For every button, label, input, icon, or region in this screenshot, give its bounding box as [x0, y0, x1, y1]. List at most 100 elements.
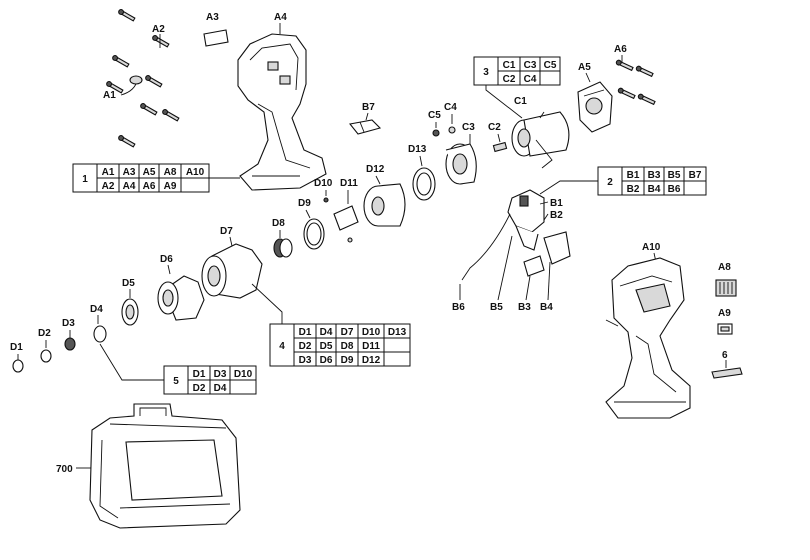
svg-text:D8: D8: [272, 218, 285, 229]
svg-text:C2: C2: [488, 122, 501, 133]
svg-text:D7: D7: [220, 226, 233, 237]
part-d7-anvil-housing: D7: [201, 226, 263, 299]
svg-text:C2: C2: [503, 74, 516, 85]
part-d1: D1: [10, 342, 24, 373]
parts-table-5: 5 D1 D3 D10 D2 D4: [99, 343, 257, 395]
svg-text:B5: B5: [490, 302, 503, 313]
svg-text:D12: D12: [362, 355, 381, 366]
svg-text:D9: D9: [298, 198, 311, 209]
part-d13: D13: [408, 144, 436, 201]
svg-text:D12: D12: [366, 164, 385, 175]
svg-text:D5: D5: [122, 278, 135, 289]
svg-text:A9: A9: [164, 181, 177, 192]
part-c3: C3: [445, 122, 477, 185]
svg-text:D11: D11: [340, 178, 358, 189]
svg-text:D13: D13: [388, 327, 407, 338]
svg-text:D1: D1: [193, 369, 206, 380]
part-a8: A8: [715, 262, 737, 297]
svg-text:C5: C5: [428, 110, 441, 121]
svg-text:A1: A1: [102, 167, 115, 178]
part-a3: A3: [203, 12, 229, 47]
part-d5: D5: [121, 278, 139, 326]
svg-text:4: 4: [279, 341, 285, 352]
parts-table-1: 1 A1 A3 A5 A8 A10 A2 A4 A6 A9: [72, 163, 240, 193]
part-c5: C5: [428, 110, 441, 137]
svg-text:D4: D4: [214, 383, 227, 394]
svg-text:D5: D5: [320, 341, 333, 352]
svg-text:A8: A8: [718, 262, 731, 273]
part-d10: D10: [314, 178, 333, 203]
svg-text:C3: C3: [524, 60, 537, 71]
svg-text:D3: D3: [62, 318, 75, 329]
svg-text:D2: D2: [299, 341, 312, 352]
parts-table-2: 2 B1 B3 B5 B7 B2 B4 B6: [539, 166, 707, 196]
label-a2: A2: [152, 24, 165, 48]
svg-text:D4: D4: [320, 327, 333, 338]
part-d6: D6: [157, 254, 205, 321]
svg-text:D6: D6: [160, 254, 173, 265]
part-6-bit: 6: [711, 350, 743, 379]
svg-text:6: 6: [722, 350, 728, 361]
part-d12: D12: [363, 164, 406, 227]
svg-text:B7: B7: [362, 102, 375, 113]
part-c1-motor: C1: [511, 96, 570, 169]
svg-text:D11: D11: [362, 341, 380, 352]
svg-text:C3: C3: [462, 122, 475, 133]
svg-text:A6: A6: [143, 181, 156, 192]
svg-text:D10: D10: [314, 178, 333, 189]
svg-text:B1: B1: [627, 170, 640, 181]
part-b7: B7: [348, 102, 382, 135]
part-b-switch-assembly: B1 B2 B6 B5 B3 B4: [452, 189, 571, 313]
svg-text:C1: C1: [503, 60, 516, 71]
svg-text:C4: C4: [444, 102, 457, 113]
part-a1: A1: [103, 75, 143, 101]
svg-text:B3: B3: [518, 302, 531, 313]
svg-text:A3: A3: [206, 12, 219, 23]
svg-text:A2: A2: [102, 181, 115, 192]
svg-text:B6: B6: [668, 184, 681, 195]
svg-text:A4: A4: [123, 181, 136, 192]
part-700-case: 700: [56, 403, 241, 529]
part-c2: C2: [488, 122, 508, 153]
parts-table-3: 3 C1 C3 C5 C2 C4: [473, 56, 561, 119]
svg-text:D6: D6: [320, 355, 333, 366]
svg-text:D7: D7: [341, 327, 354, 338]
svg-text:D3: D3: [299, 355, 312, 366]
svg-text:B6: B6: [452, 302, 465, 313]
svg-text:D2: D2: [193, 383, 206, 394]
svg-text:D10: D10: [234, 369, 253, 380]
svg-text:700: 700: [56, 464, 73, 475]
svg-text:C5: C5: [544, 60, 557, 71]
svg-text:B5: B5: [668, 170, 681, 181]
svg-text:B3: B3: [648, 170, 661, 181]
svg-text:A9: A9: [718, 308, 731, 319]
svg-text:D10: D10: [362, 327, 381, 338]
svg-text:A10: A10: [642, 242, 661, 253]
svg-text:A5: A5: [143, 167, 156, 178]
svg-text:D3: D3: [214, 369, 227, 380]
svg-text:A5: A5: [578, 62, 591, 73]
part-d11: D11: [333, 178, 359, 243]
svg-text:A8: A8: [164, 167, 177, 178]
svg-text:C1: C1: [514, 96, 527, 107]
part-a4-housing: A4: [237, 12, 327, 191]
svg-text:A6: A6: [614, 44, 627, 55]
svg-text:D9: D9: [341, 355, 354, 366]
part-d2: D2: [38, 328, 52, 363]
svg-text:5: 5: [173, 376, 179, 387]
part-c4: C4: [444, 102, 457, 134]
parts-table-4: 4 D1 D4 D7 D10 D13 D2 D5 D8 D11 D3 D6 D9…: [251, 283, 411, 367]
screws-a2: [106, 9, 180, 148]
svg-text:D4: D4: [90, 304, 103, 315]
screws-a6: A6: [614, 44, 656, 106]
part-d9: D9: [298, 198, 325, 250]
svg-text:A1: A1: [103, 90, 116, 101]
svg-text:C4: C4: [524, 74, 537, 85]
svg-text:A3: A3: [123, 167, 136, 178]
svg-text:1: 1: [82, 174, 88, 185]
svg-text:D1: D1: [299, 327, 312, 338]
svg-text:A2: A2: [152, 24, 165, 35]
svg-text:B7: B7: [689, 170, 702, 181]
svg-text:B4: B4: [540, 302, 553, 313]
